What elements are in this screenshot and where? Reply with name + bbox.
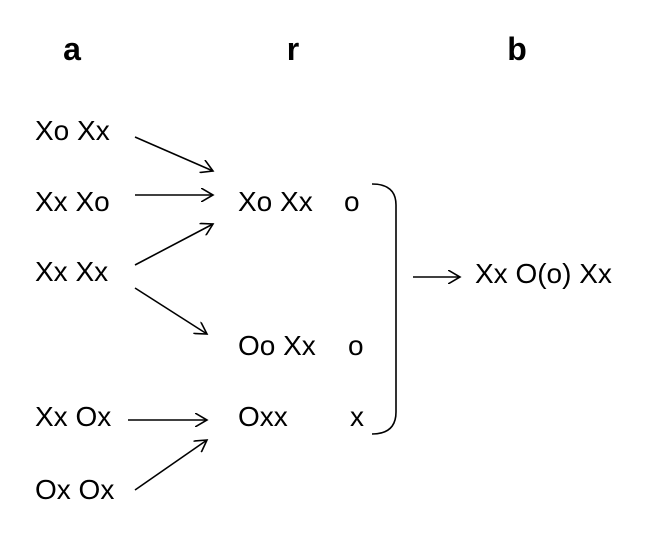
arrow-6 [134, 440, 207, 491]
middle-mark-1: o [344, 186, 360, 217]
middle-genotype-3: Oxx [238, 401, 288, 432]
header-r: r [287, 31, 299, 67]
bracket [371, 183, 397, 435]
left-genotype-3: Xx Xx [35, 256, 108, 287]
arrow-1 [134, 136, 213, 171]
middle-mark-3: x [350, 401, 364, 432]
middle-genotype-2: Oo Xx [238, 330, 316, 361]
left-genotype-2: Xx Xo [35, 186, 110, 217]
arrow-3 [134, 224, 213, 266]
left-genotype-4: Xx Ox [35, 401, 111, 432]
result-genotype: Xx O(o) Xx [475, 258, 612, 289]
header-a: a [63, 31, 81, 67]
left-genotype-5: Ox Ox [35, 474, 114, 505]
middle-mark-2: o [348, 330, 364, 361]
arrow-4 [134, 287, 207, 334]
header-b: b [507, 31, 527, 67]
middle-genotype-1: Xo Xx [238, 186, 313, 217]
left-genotype-1: Xo Xx [35, 115, 110, 146]
